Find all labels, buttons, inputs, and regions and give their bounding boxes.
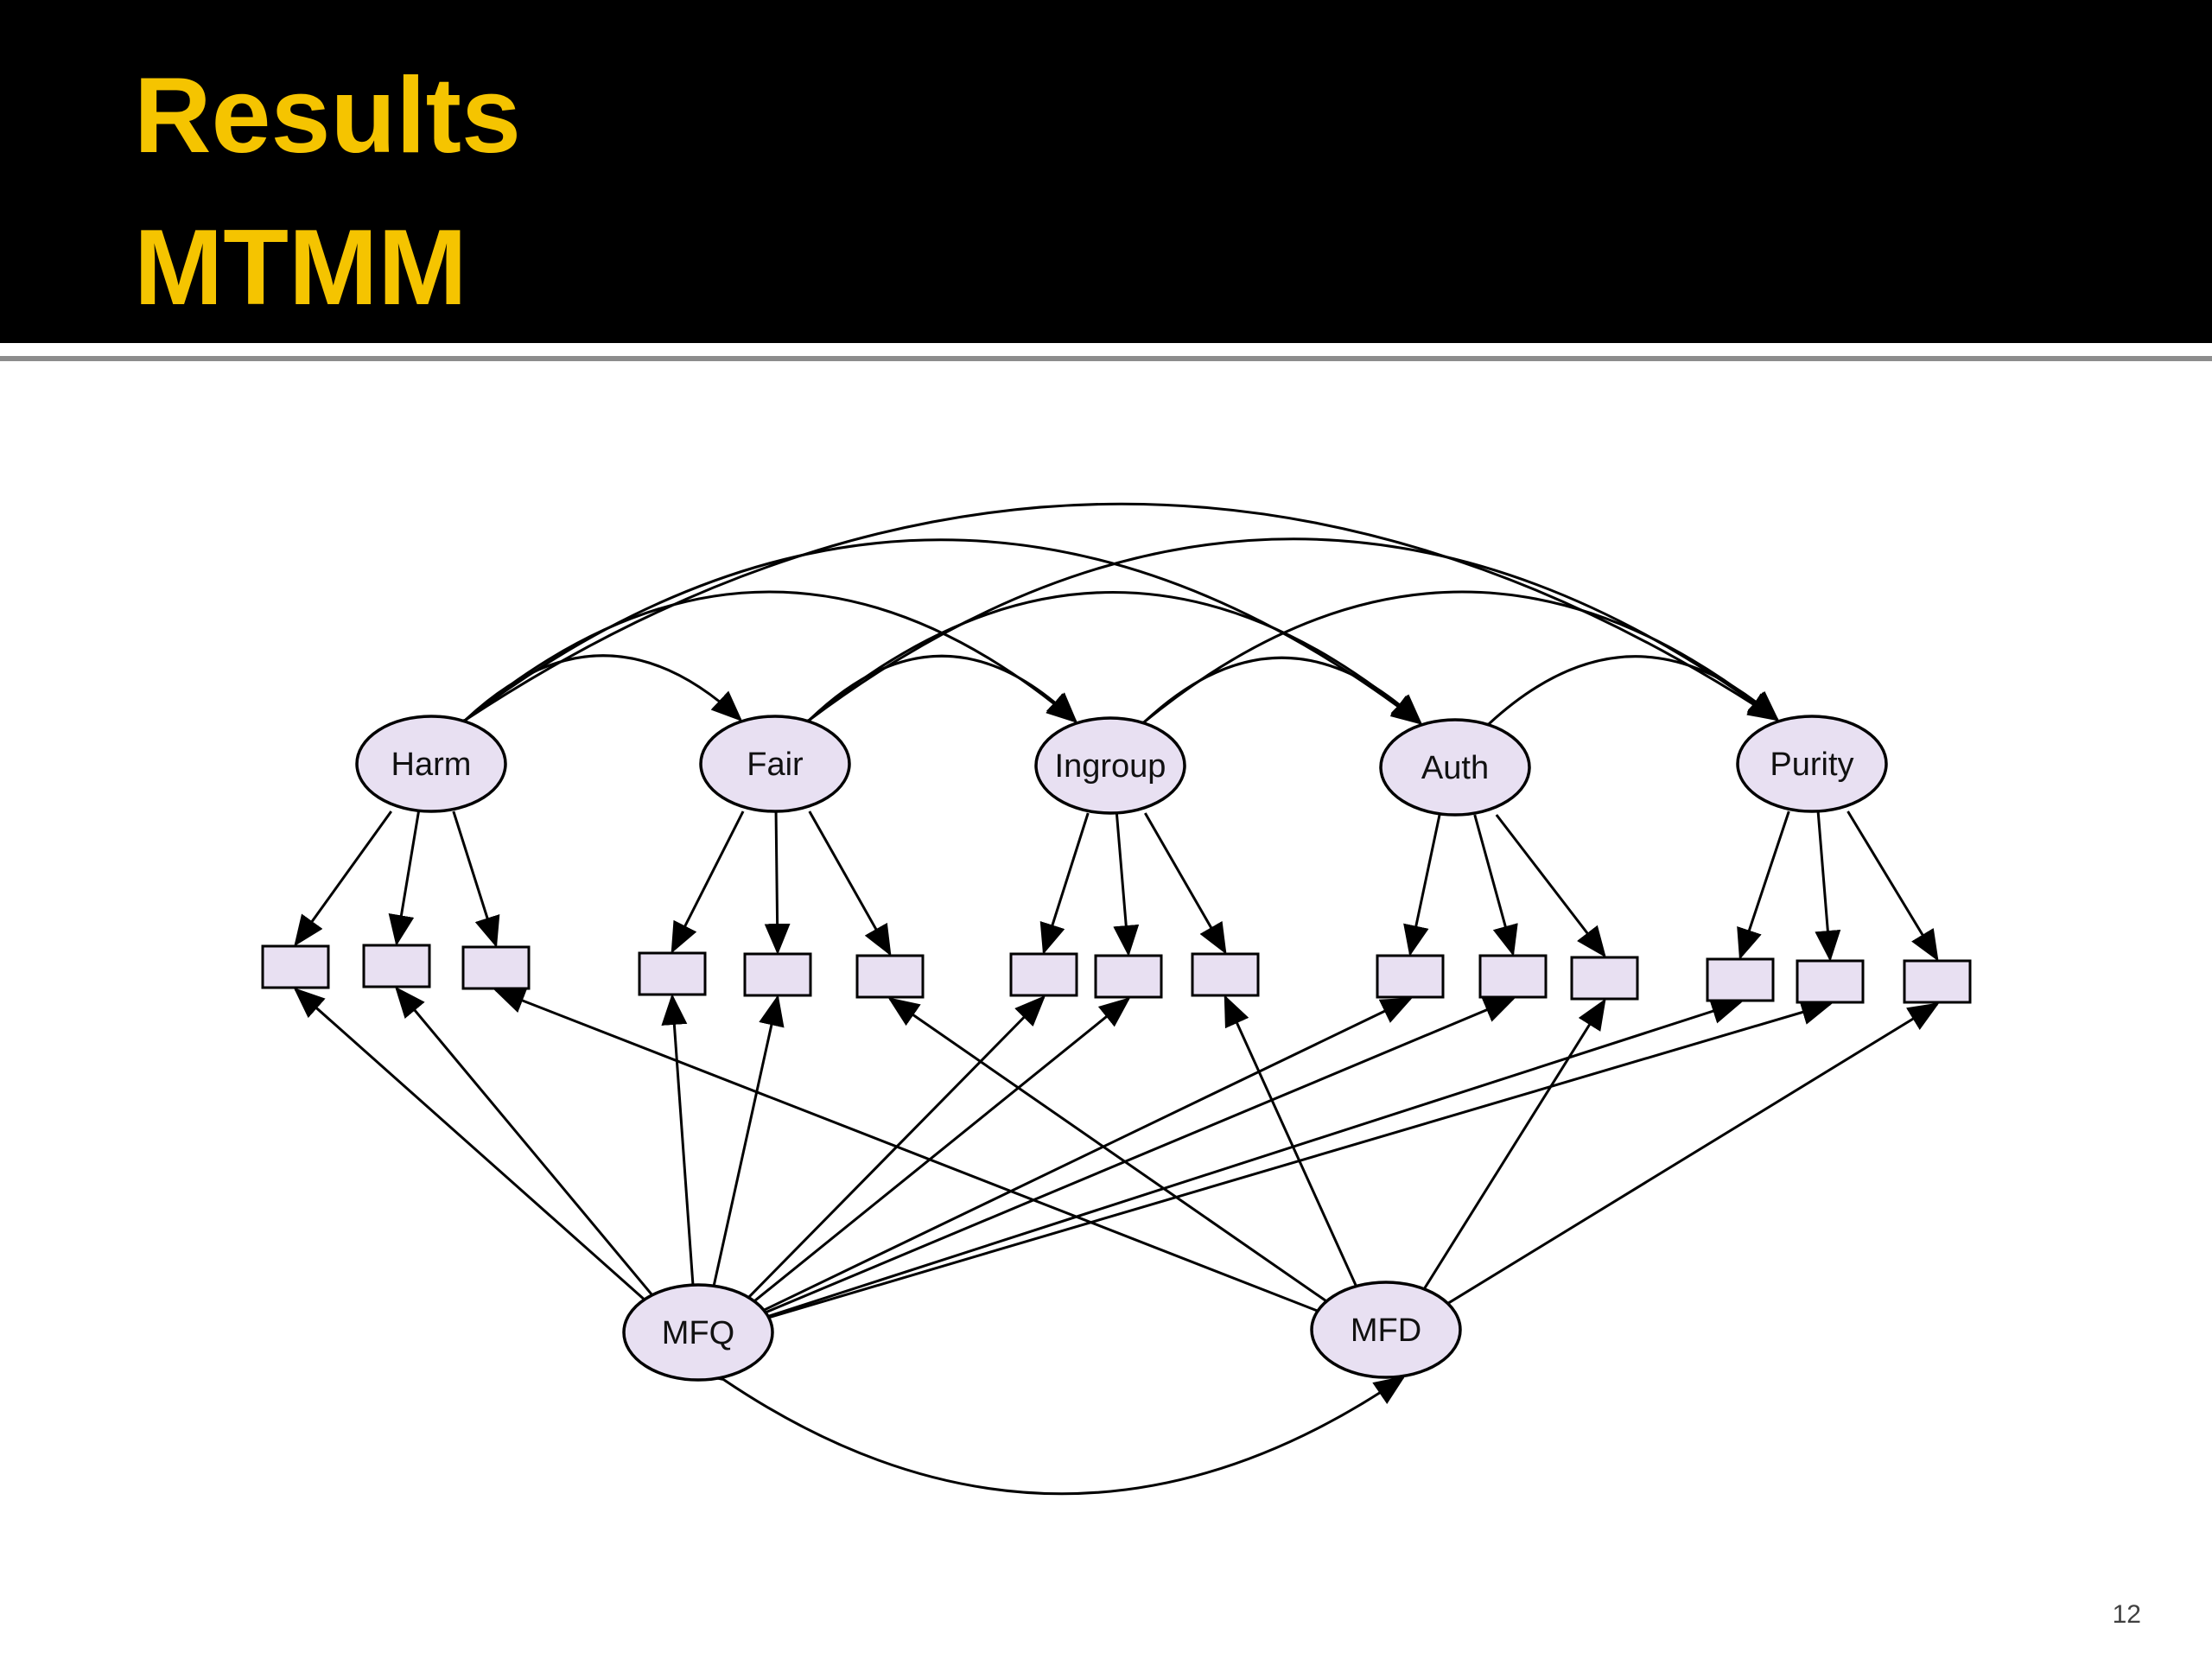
trait-node-ingroup: Ingroup: [1034, 716, 1186, 815]
trait-loading-arrow: [1113, 812, 1140, 957]
trait-node-ingroup-label: Ingroup: [1055, 748, 1166, 785]
trait-covariance-arrow: [435, 590, 1078, 748]
trait-node-fair-label: Fair: [747, 747, 804, 783]
diagram-edges: [293, 502, 1940, 1496]
method-loading-arrow: [742, 995, 1046, 1304]
method-node-mfq-label: MFQ: [662, 1315, 734, 1351]
header-divider-light: [0, 343, 2212, 349]
indicator-box: [461, 945, 531, 990]
indicator-box: [1796, 959, 1865, 1004]
trait-node-ingroup-shape: [1034, 716, 1186, 815]
trait-node-harm-label: Harm: [391, 747, 472, 783]
method-loading-arrow: [395, 986, 658, 1301]
trait-loading-arrow: [808, 810, 892, 957]
trait-loading-arrow: [1473, 814, 1518, 957]
trait-node-fair: Fair: [699, 715, 851, 813]
method-node-mfd-shape: [1310, 1281, 1462, 1379]
trait-node-auth-label: Auth: [1421, 750, 1489, 786]
trait-covariance-arrow: [1459, 655, 1780, 753]
trait-loading-arrow: [452, 810, 500, 948]
method-loading-arrow: [1440, 1002, 1940, 1310]
trait-node-purity-shape: [1736, 715, 1888, 813]
trait-loading-arrow: [1039, 812, 1090, 955]
indicator-box: [855, 954, 925, 999]
slide-header: Results MTMM: [0, 0, 2212, 343]
method-loading-arrow: [754, 997, 1413, 1316]
method-loading-arrow: [887, 997, 1335, 1307]
method-node-mfq-shape: [622, 1283, 774, 1382]
trait-loading-arrow: [388, 810, 420, 946]
indicator-box: [638, 951, 707, 996]
indicator-box: [1706, 957, 1775, 1002]
trait-covariance-arrow: [1114, 590, 1780, 750]
method-loading-arrow: [711, 995, 785, 1292]
slide-subtitle: MTMM: [134, 208, 467, 327]
method-node-mfd: MFD: [1310, 1281, 1462, 1379]
trait-node-auth: Auth: [1379, 718, 1531, 817]
trait-loading-arrow: [294, 810, 393, 947]
trait-loading-arrow: [1737, 810, 1790, 960]
indicator-box: [1903, 959, 1972, 1004]
trait-loading-arrow: [1815, 810, 1841, 962]
trait-node-purity: Purity: [1736, 715, 1888, 813]
indicator-box: [261, 944, 330, 989]
indicator-box: [362, 944, 431, 988]
trait-loading-arrow: [1847, 810, 1939, 962]
method-node-mfq: MFQ: [622, 1283, 774, 1382]
method-node-mfd-label: MFD: [1351, 1313, 1421, 1349]
indicator-box: [743, 952, 812, 997]
method-loading-arrow: [493, 988, 1328, 1316]
trait-node-fair-shape: [699, 715, 851, 813]
trait-loading-arrow: [764, 810, 791, 955]
method-loading-arrow: [756, 997, 1516, 1318]
trait-node-auth-shape: [1379, 718, 1531, 817]
indicator-box: [1570, 956, 1639, 1001]
trait-node-purity-label: Purity: [1770, 747, 1853, 783]
header-divider-gray: [0, 356, 2212, 361]
trait-loading-arrow: [1144, 812, 1227, 955]
method-loading-arrow: [1420, 998, 1606, 1295]
slide-number: 12: [2112, 1600, 2141, 1629]
method-loading-arrow: [1224, 995, 1360, 1293]
trait-loading-arrow: [1495, 814, 1606, 958]
trait-node-harm-shape: [355, 715, 507, 813]
indicator-box: [1191, 952, 1260, 997]
method-covariance-arrow: [693, 1353, 1406, 1496]
indicator-box: [1094, 954, 1163, 999]
trait-covariance-arrow: [779, 591, 1423, 748]
trait-node-harm: Harm: [355, 715, 507, 813]
method-loading-arrow: [293, 988, 652, 1306]
method-loading-arrow: [747, 997, 1131, 1307]
method-loading-arrow: [661, 994, 695, 1290]
trait-loading-arrow: [671, 810, 745, 954]
slide-title: Results: [134, 56, 521, 175]
indicator-box: [1478, 954, 1548, 999]
trait-covariance-arrow: [435, 502, 1780, 747]
method-loading-arrow: [758, 999, 1833, 1322]
indicator-box: [1009, 952, 1078, 997]
indicator-box: [1376, 954, 1445, 999]
method-loading-arrow: [758, 998, 1743, 1321]
trait-loading-arrow: [1403, 814, 1441, 957]
